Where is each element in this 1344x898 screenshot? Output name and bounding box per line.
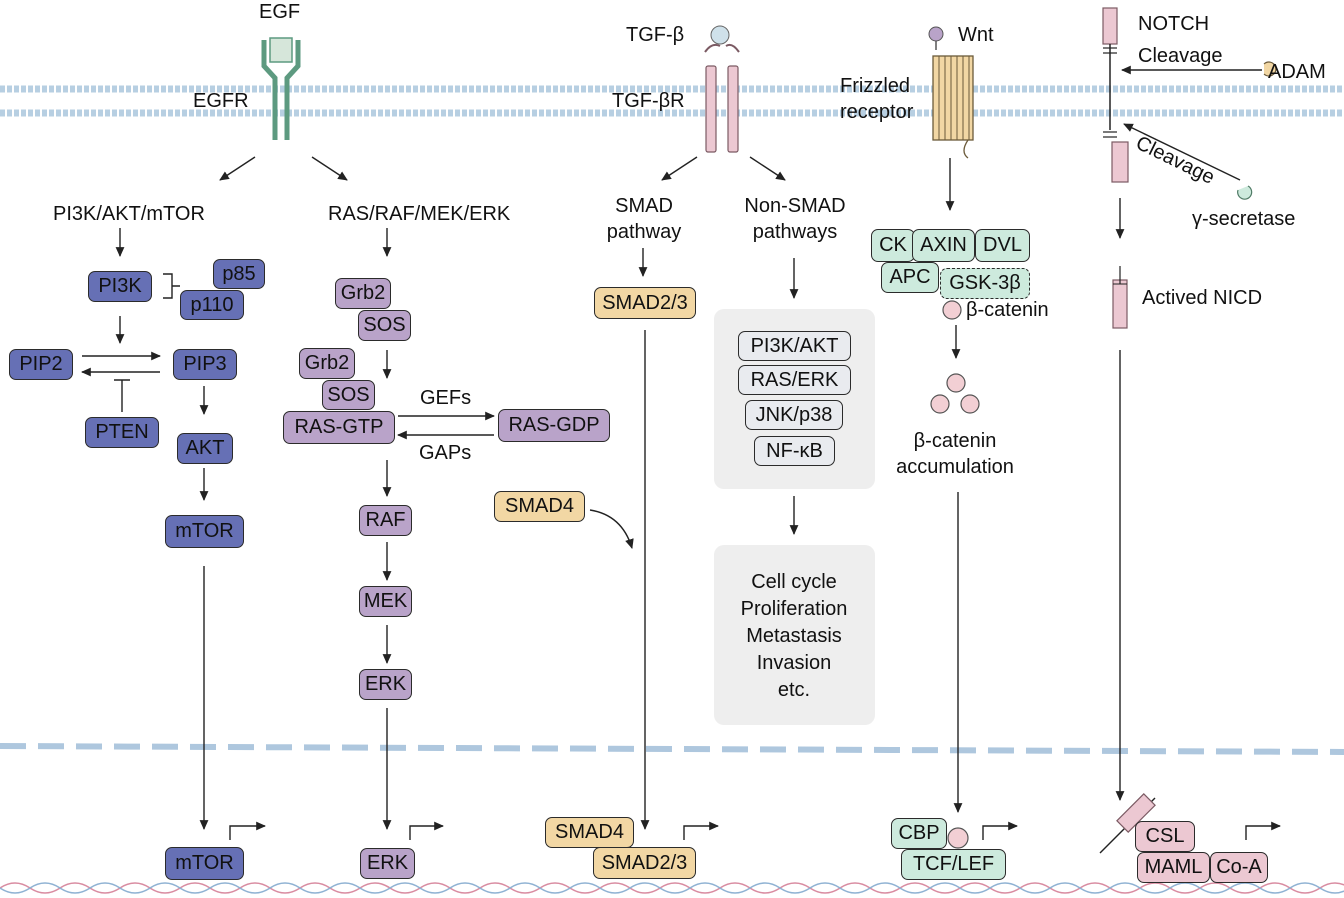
p110-node: p110	[180, 290, 244, 320]
tgfbr-label: TGF-βR	[612, 90, 685, 112]
gamma-secretase-label: γ-secretase	[1192, 208, 1296, 230]
axin-node: AXIN	[912, 229, 975, 262]
raf-node: RAF	[359, 505, 412, 536]
cbp-node: CBP	[891, 818, 947, 849]
nonsmad-title-line1: Non-SMAD	[744, 195, 846, 217]
smad4-nuclear-node: SMAD4	[545, 817, 634, 848]
apc-node: APC	[881, 262, 939, 293]
mek-node: MEK	[359, 586, 412, 617]
nonsmad-item-jnk-p38: JNK/p38	[745, 400, 843, 430]
nonsmad-item-pi3k-akt: PI3K/AKT	[738, 331, 851, 361]
cell-membrane	[0, 84, 1344, 118]
nonsmad-item-ras-erk: RAS/ERK	[738, 365, 851, 395]
smad23-nuclear-node: SMAD2/3	[593, 847, 696, 879]
outcome-cell-cycle: Cell cycle	[751, 571, 837, 593]
egf-label: EGF	[259, 1, 301, 23]
gefs-label: GEFs	[420, 387, 472, 409]
outcome-invasion: Invasion	[756, 652, 832, 674]
pip2-node: PIP2	[9, 349, 73, 380]
wnt-label: Wnt	[958, 24, 994, 46]
ck-node: CK	[871, 229, 915, 262]
pi3k-pathway-title: PI3K/AKT/mTOR	[53, 203, 205, 225]
smad23-node: SMAD2/3	[594, 287, 696, 319]
frizzled-receptor-shape	[928, 26, 974, 159]
sos-node-upper: SOS	[358, 310, 411, 341]
sos-node-lower: SOS	[322, 380, 375, 410]
gaps-label: GAPs	[419, 442, 472, 464]
notch-label: NOTCH	[1138, 13, 1210, 35]
ras-pathway-title: RAS/RAF/MEK/ERK	[328, 203, 511, 225]
beta-catenin-circles	[930, 300, 980, 849]
nicd-label: Actived NICD	[1142, 287, 1263, 309]
egfr-label: EGFR	[193, 90, 249, 112]
egfr-receptor-shape	[261, 37, 301, 140]
adam-label: ADAM	[1268, 61, 1326, 83]
outcome-etc: etc.	[777, 679, 811, 701]
pten-node: PTEN	[85, 417, 159, 448]
p85-node: p85	[213, 259, 265, 289]
maml-node: MAML	[1137, 852, 1210, 883]
ras-gdp-node: RAS-GDP	[498, 409, 610, 442]
pi3k-node: PI3K	[88, 271, 152, 302]
accumulation-label-line2: accumulation	[896, 456, 1014, 478]
gsk3b-node: GSK-3β	[940, 268, 1030, 299]
outcome-proliferation: Proliferation	[740, 598, 848, 620]
coa-node: Co-A	[1210, 852, 1268, 883]
dvl-node: DVL	[975, 229, 1030, 262]
notch-receptor-shape	[1102, 7, 1277, 329]
outcome-metastasis: Metastasis	[746, 625, 842, 647]
csl-node: CSL	[1135, 821, 1195, 852]
frizzled-label-line1: Frizzled	[840, 75, 911, 97]
grb2-node-upper: Grb2	[335, 278, 391, 309]
dna-strand	[0, 882, 1344, 894]
frizzled-label-line2: receptor	[840, 101, 914, 123]
pip3-node: PIP3	[173, 349, 237, 380]
mtor-node: mTOR	[165, 515, 244, 548]
tcf-lef-node: TCF/LEF	[901, 849, 1006, 880]
tgfbr-receptor-shape	[704, 25, 740, 153]
arrows	[81, 65, 1281, 840]
smad4-node: SMAD4	[494, 491, 585, 522]
beta-catenin-label: β-catenin	[966, 299, 1049, 321]
outcomes-panel	[714, 545, 875, 725]
mtor-nuclear-node: mTOR	[165, 847, 244, 880]
tgfb-label: TGF-β	[626, 24, 685, 46]
erk-node: ERK	[359, 669, 412, 700]
cleavage-label-top: Cleavage	[1138, 45, 1223, 67]
erk-nuclear-node: ERK	[360, 848, 415, 879]
smad-pathway-title-line1: SMAD	[615, 195, 673, 217]
akt-node: AKT	[177, 433, 233, 464]
smad-pathway-title-line2: pathway	[606, 221, 682, 243]
nuclear-envelope	[0, 743, 1344, 755]
ras-gtp-node: RAS-GTP	[283, 411, 395, 444]
notch-nuclear-shape	[1099, 793, 1156, 854]
nonsmad-title-line2: pathways	[752, 221, 838, 243]
grb2-node-lower: Grb2	[299, 348, 355, 379]
accumulation-label-line1: β-catenin	[913, 430, 997, 452]
nonsmad-item-nfkb: NF-κB	[754, 436, 835, 466]
